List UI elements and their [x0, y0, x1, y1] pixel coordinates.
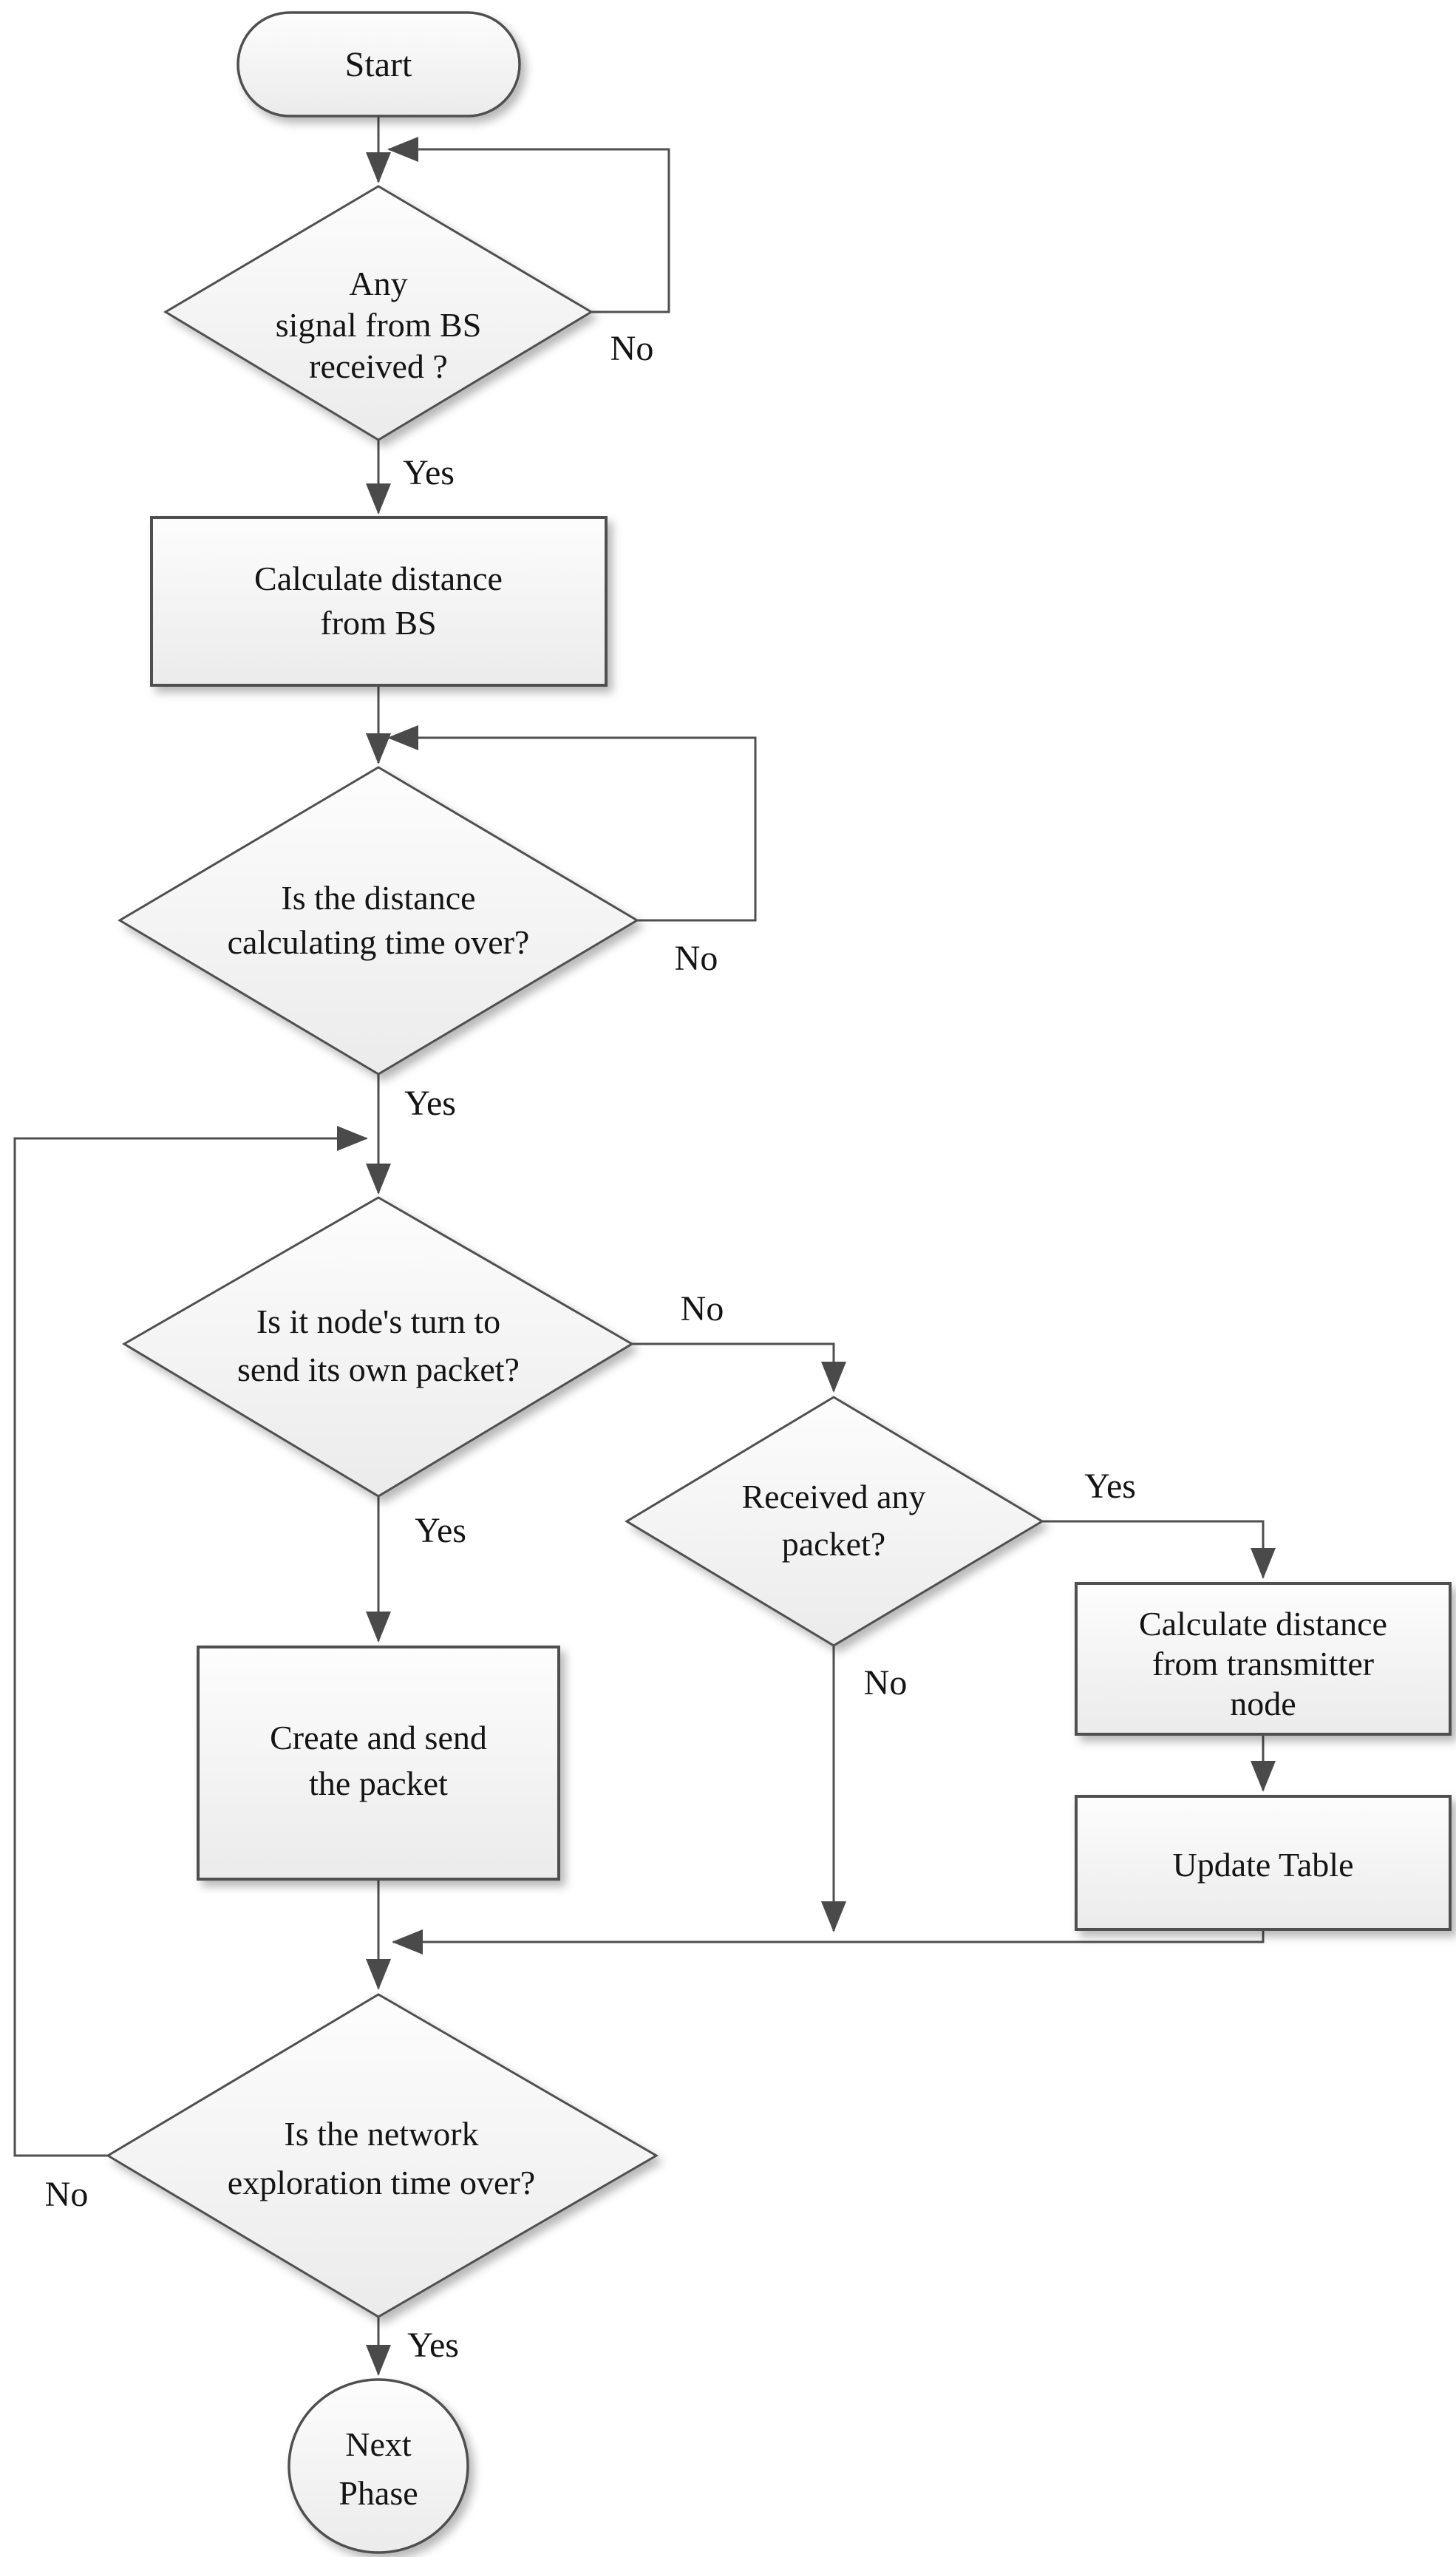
update-table-label: Update Table: [1172, 1846, 1353, 1884]
edge-label-signal-yes: Yes: [403, 453, 455, 492]
next-phase-terminator-shape: [288, 2378, 469, 2554]
edge-update-merge: [392, 1929, 1265, 1955]
edge-turn-no: [632, 1342, 846, 1393]
flow-node-start: Start: [237, 11, 521, 118]
calc-tx-label-line3: node: [1230, 1685, 1296, 1722]
calc-time-label-line2: calculating time over?: [228, 923, 530, 961]
calc-time-decision-shape: [118, 766, 639, 1076]
edge-label-calctime-yes: Yes: [404, 1084, 456, 1123]
received-decision-shape: [625, 1396, 1044, 1647]
calc-bs-label-line1: Calculate distance: [254, 560, 503, 597]
network-decision-shape: [106, 1993, 659, 2318]
flow-node-network-time-over: Is the network exploration time over?: [106, 1993, 659, 2318]
edge-label-signal-no: No: [610, 329, 654, 368]
received-label-line2: packet?: [782, 1525, 885, 1563]
flow-node-calc-distance-transmitter: Calculate distance from transmitter node: [1075, 1582, 1452, 1736]
calc-tx-process-shape: [1075, 1582, 1452, 1736]
edge-label-turn-no: No: [681, 1289, 724, 1328]
turn-decision-shape: [122, 1196, 634, 1498]
signal-label-line2: signal from BS: [276, 306, 482, 344]
edge-label-network-yes: Yes: [407, 2326, 459, 2365]
next-phase-label-line2: Phase: [339, 2474, 418, 2512]
edge-calctime-no-loop: [387, 725, 757, 922]
calc-tx-label-line1: Calculate distance: [1139, 1605, 1387, 1643]
signal-label-line3: received ?: [309, 347, 448, 385]
received-label-line1: Received any: [741, 1478, 925, 1515]
flow-node-next-phase: Next Phase: [288, 2378, 469, 2554]
turn-label-line1: Is it node's turn to: [256, 1303, 500, 1340]
signal-decision-shape: [163, 185, 593, 441]
calc-bs-label-line2: from BS: [320, 604, 436, 642]
flow-node-signal-received: Any signal from BS received ?: [163, 185, 593, 441]
calc-time-label-line1: Is the distance: [281, 879, 475, 917]
edge-label-recv-yes: Yes: [1084, 1467, 1136, 1506]
next-phase-label-line1: Next: [345, 2425, 412, 2463]
create-send-label-line2: the packet: [309, 1765, 448, 1802]
create-send-process-shape: [197, 1646, 560, 1881]
edge-network-no-loop: [13, 1126, 368, 2157]
start-terminator-shape: [237, 11, 521, 118]
update-table-process-shape: [1075, 1795, 1452, 1931]
network-label-line2: exploration time over?: [228, 2164, 535, 2201]
calc-bs-process-shape: [150, 516, 608, 687]
edge-label-network-no: No: [45, 2175, 89, 2214]
edge-label-recv-no: No: [864, 1663, 908, 1702]
network-label-line1: Is the network: [284, 2115, 478, 2153]
create-send-label-line1: Create and send: [270, 1719, 487, 1756]
edge-recv-yes: [1042, 1520, 1276, 1579]
turn-label-line2: send its own packet?: [237, 1351, 520, 1388]
flow-node-node-turn: Is it node's turn to send its own packet…: [122, 1196, 634, 1498]
edge-label-calctime-no: No: [675, 939, 718, 978]
edge-label-turn-yes: Yes: [415, 1511, 466, 1550]
edge-signal-no-loop: [387, 137, 670, 313]
flow-node-update-table: Update Table: [1075, 1795, 1452, 1931]
start-label: Start: [345, 45, 412, 84]
calc-tx-label-line2: from transmitter: [1152, 1645, 1374, 1682]
flow-node-create-send: Create and send the packet: [197, 1646, 560, 1881]
flow-node-received-packet: Received any packet?: [625, 1396, 1044, 1647]
flow-node-calc-time-over: Is the distance calculating time over?: [118, 766, 639, 1076]
flow-node-calc-distance-bs: Calculate distance from BS: [150, 516, 608, 687]
signal-label-line1: Any: [349, 265, 407, 302]
